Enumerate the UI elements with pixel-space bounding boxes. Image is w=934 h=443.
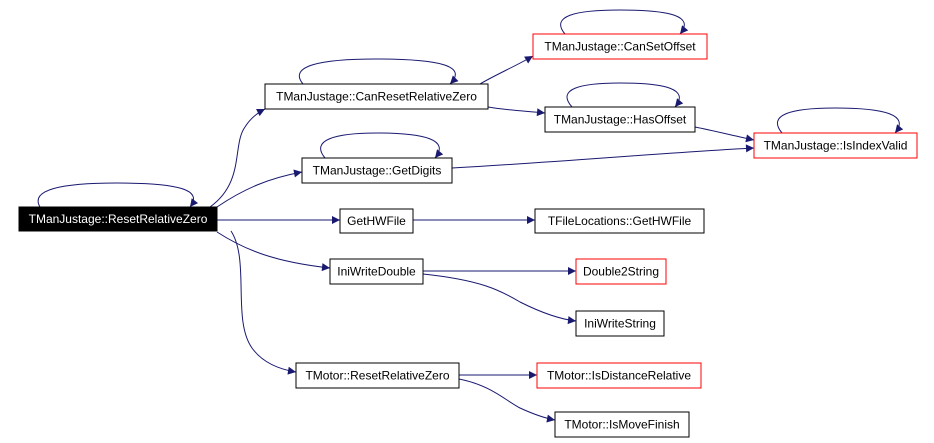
node-label: TMotor::ResetRelativeZero: [305, 369, 449, 383]
node-cansetoffset[interactable]: TManJustage::CanSetOffset: [532, 33, 708, 60]
node-tfl_gethwfile[interactable]: TFileLocations::GetHWFile: [534, 208, 705, 234]
node-box: [532, 33, 708, 60]
node-label: TMotor::IsMoveFinish: [564, 418, 679, 432]
edge-canreset-to-hasoffset: [487, 106, 546, 117]
edge-getdigits-to-isindexvalid: [451, 144, 755, 169]
node-iniwritedouble[interactable]: IniWriteDouble: [329, 258, 424, 285]
node-hasoffset[interactable]: TManJustage::HasOffset: [544, 106, 696, 133]
node-label: IniWriteString: [584, 317, 656, 331]
node-box: [575, 258, 667, 285]
node-box: [534, 208, 705, 234]
node-box: [554, 411, 690, 438]
node-root[interactable]: TManJustage::ResetRelativeZero: [18, 206, 218, 232]
node-label: IniWriteDouble: [337, 265, 416, 279]
nodes-layer: TManJustage::ResetRelativeZero TManJustag…: [18, 33, 918, 438]
edges-layer: [37, 9, 904, 423]
node-box: [753, 132, 918, 159]
edge-root-to-getdigits: [216, 169, 303, 208]
node-motor_reset[interactable]: TMotor::ResetRelativeZero: [295, 362, 460, 389]
edge-canreset-to-cansetoffset: [479, 55, 534, 85]
node-label: TManJustage::CanSetOffset: [544, 40, 696, 54]
node-label: TManJustage::CanResetRelativeZero: [276, 90, 477, 104]
edge-cansetoffset-to-cansetoffset: [560, 9, 689, 35]
edge-root-to-iniwritedouble: [216, 231, 331, 272]
node-iniwritestring[interactable]: IniWriteString: [575, 310, 665, 337]
node-isindexvalid[interactable]: TManJustage::IsIndexValid: [753, 132, 918, 159]
edge-hasoffset-to-isindexvalid: [694, 126, 755, 143]
node-label: TManJustage::ResetRelativeZero: [29, 212, 208, 226]
node-label: Double2String: [583, 265, 659, 279]
node-ismovefinish[interactable]: TMotor::IsMoveFinish: [554, 411, 690, 438]
node-gethwfile[interactable]: GetHWFile: [339, 208, 414, 234]
edge-motor_reset-to-ismovefinish: [458, 378, 556, 423]
node-label: TManJustage::HasOffset: [554, 113, 687, 127]
node-isdistrel[interactable]: TMotor::IsDistanceRelative: [536, 362, 702, 389]
edge-hasoffset-to-hasoffset: [566, 82, 684, 108]
node-label: GetHWFile: [347, 214, 406, 228]
node-box: [329, 258, 424, 285]
node-label: TManJustage::GetDigits: [313, 164, 442, 178]
node-double2string[interactable]: Double2String: [575, 258, 667, 285]
edge-getdigits-to-getdigits: [320, 132, 444, 159]
edge-root-to-root: [37, 182, 199, 208]
node-box: [339, 208, 414, 234]
node-box: [536, 362, 702, 389]
edge-root-to-motor_reset: [230, 230, 297, 375]
node-canreset[interactable]: TManJustage::CanResetRelativeZero: [264, 83, 489, 110]
edge-root-to-canreset: [209, 108, 266, 208]
node-getdigits[interactable]: TManJustage::GetDigits: [301, 157, 453, 184]
node-label: TManJustage::IsIndexValid: [764, 139, 908, 153]
edge-iniwritedouble-to-iniwritestring: [422, 273, 577, 325]
node-box: [295, 362, 460, 389]
node-box: [544, 106, 696, 133]
node-box: [575, 310, 665, 337]
node-label: TFileLocations::GetHWFile: [548, 214, 692, 228]
edge-canreset-to-canreset: [298, 58, 459, 85]
edge-isindexvalid-to-isindexvalid: [776, 107, 904, 134]
node-label: TMotor::IsDistanceRelative: [547, 369, 691, 383]
node-box: [18, 206, 218, 232]
node-box: [264, 83, 489, 110]
node-box: [301, 157, 453, 184]
